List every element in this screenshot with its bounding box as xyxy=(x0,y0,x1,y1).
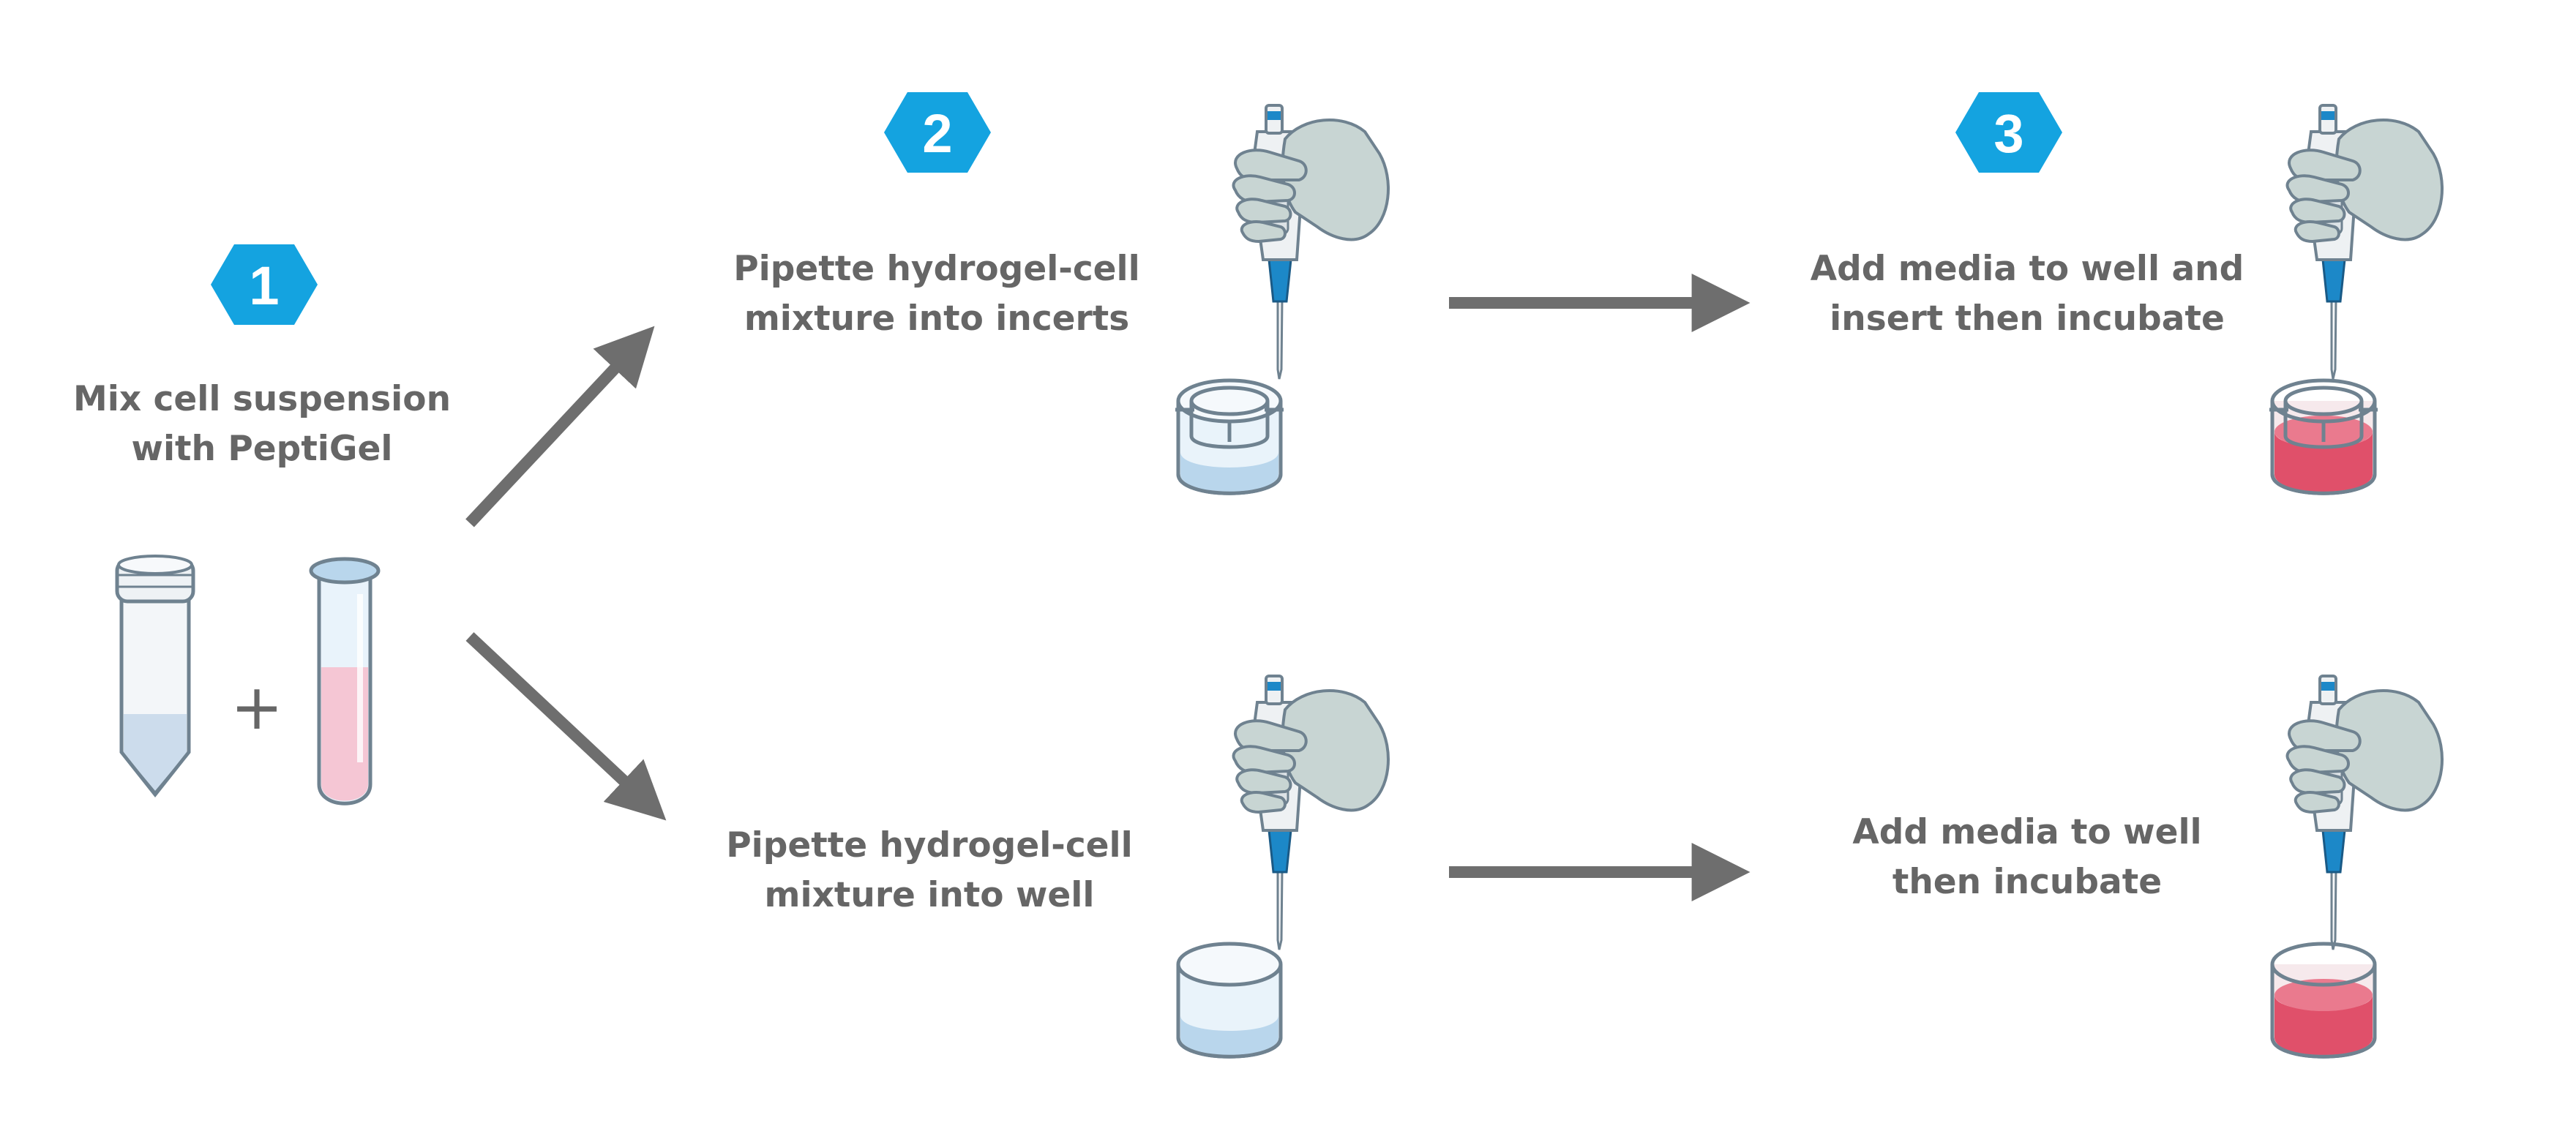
pipette-hand-icon xyxy=(1232,675,1390,951)
step-3-badge: 3 xyxy=(1955,92,2062,173)
caption-line: Mix cell suspension xyxy=(72,379,452,419)
step-1-caption: Mix cell suspension with PeptiGel xyxy=(72,375,452,474)
caption-line: with PeptiGel xyxy=(131,429,393,469)
round-tube-icon xyxy=(309,557,381,806)
well-insert-icon xyxy=(2269,380,2378,493)
caption-line: mixture into incerts xyxy=(744,298,1130,339)
caption-line: Add media to well and xyxy=(1810,249,2244,289)
well-insert-icon xyxy=(1175,380,1284,493)
caption-line: Pipette hydrogel-cell xyxy=(726,825,1133,865)
step-2-upper-caption: Pipette hydrogel-cell mixture into incer… xyxy=(732,244,1142,344)
caption-line: Add media to well xyxy=(1852,812,2202,852)
step-2-badge: 2 xyxy=(884,92,991,173)
step-1-number: 1 xyxy=(249,255,279,316)
step-3-lower-caption: Add media to well then incubate xyxy=(1822,808,2232,907)
arrow-icon xyxy=(465,274,1751,901)
caption-line: Pipette hydrogel-cell xyxy=(733,249,1140,289)
well-icon xyxy=(1178,944,1281,1056)
conical-tube-icon xyxy=(115,555,195,798)
pipette-hand-icon xyxy=(2285,104,2444,380)
well-icon xyxy=(2272,944,2375,1056)
caption-line: insert then incubate xyxy=(1830,298,2225,339)
pipette-hand-icon xyxy=(1232,104,1390,380)
step-2-lower-caption: Pipette hydrogel-cell mixture into well xyxy=(724,821,1134,920)
step-3-upper-caption: Add media to well and insert then incuba… xyxy=(1793,244,2261,344)
step-3-number: 3 xyxy=(1993,103,2023,164)
caption-line: mixture into well xyxy=(764,875,1095,915)
step-2-number: 2 xyxy=(922,103,952,164)
pipette-hand-icon xyxy=(2285,675,2444,951)
caption-line: then incubate xyxy=(1892,862,2163,902)
plus-sign: + xyxy=(231,671,283,744)
step-1-badge: 1 xyxy=(211,244,318,325)
